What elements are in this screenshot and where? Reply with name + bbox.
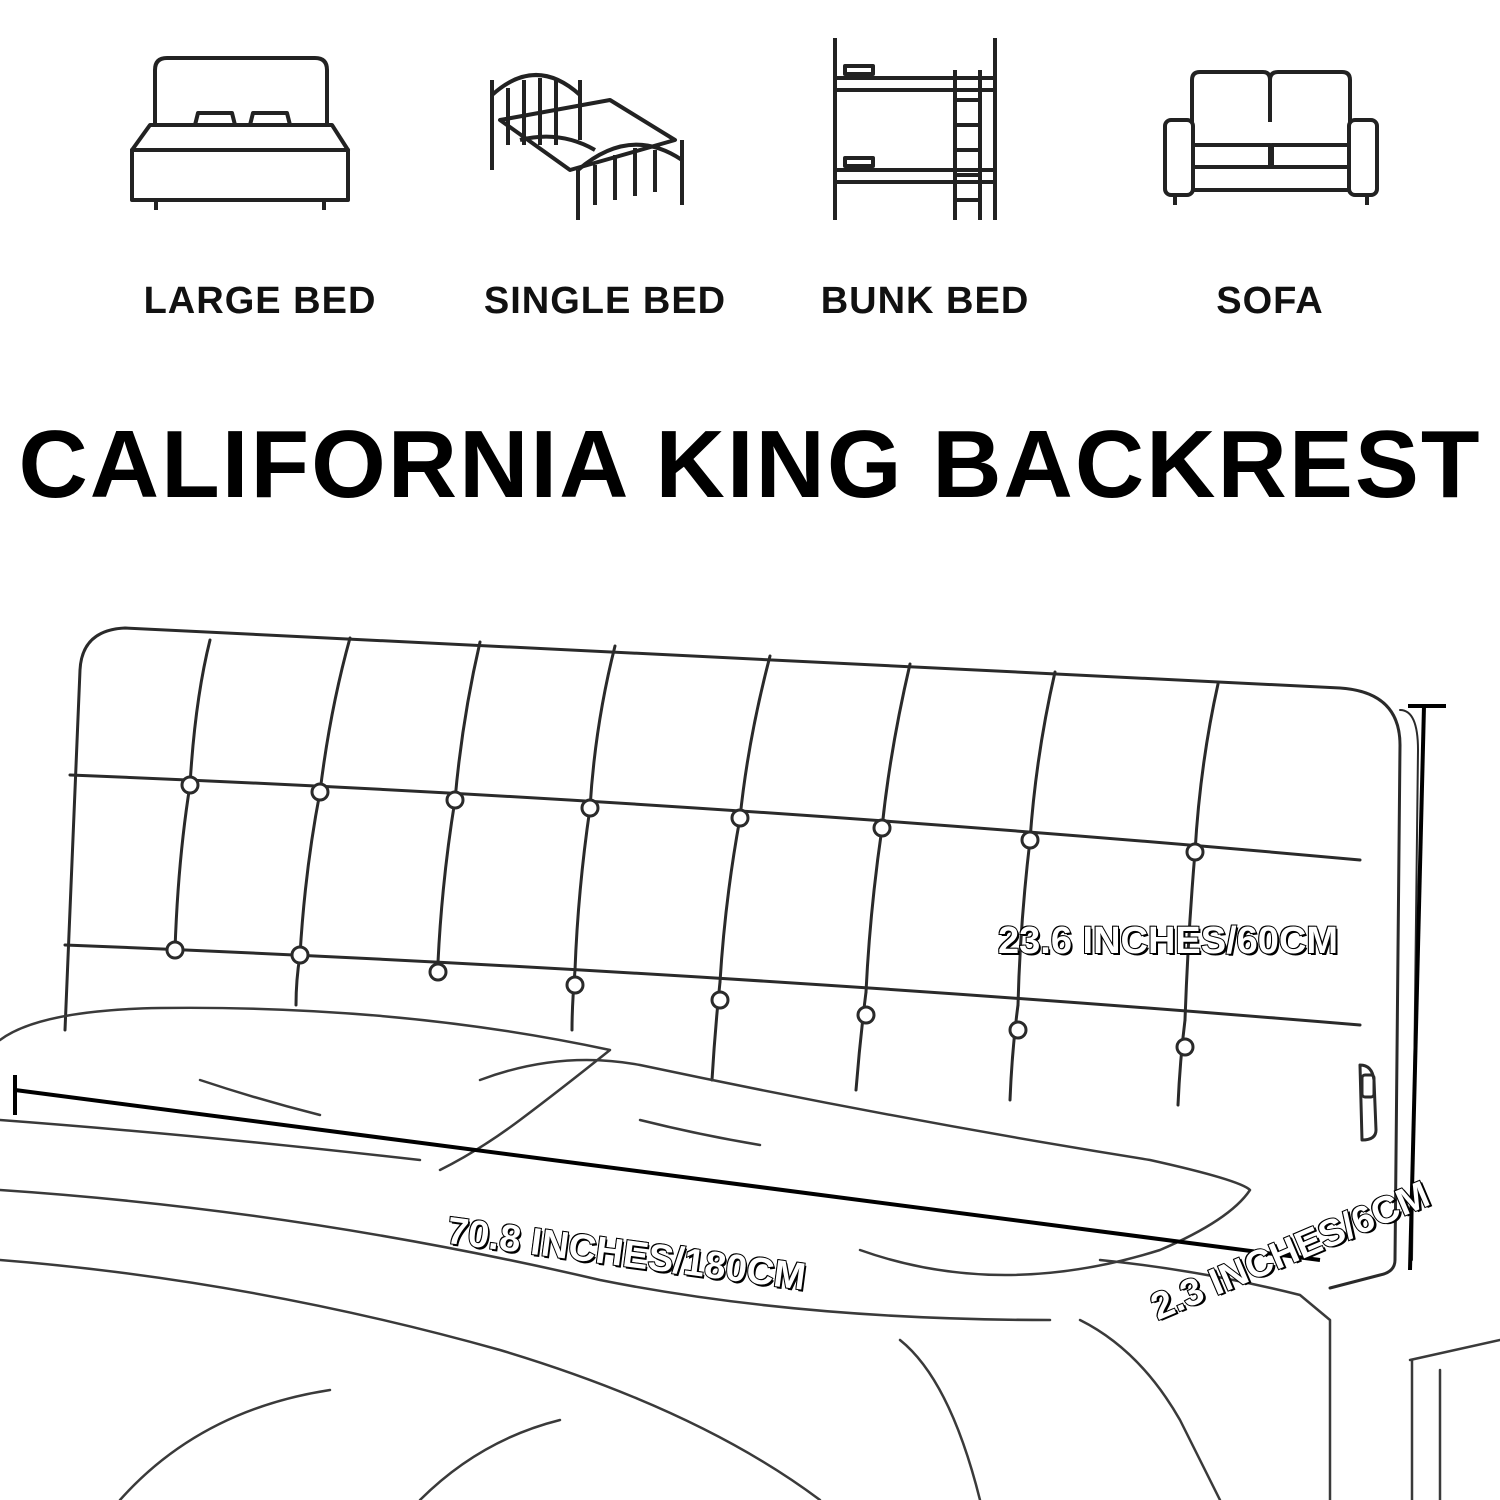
- large-bed-icon: [130, 56, 350, 210]
- sofa-icon: [1163, 70, 1379, 205]
- compat-label: BUNK BED: [820, 280, 1030, 322]
- height-dimension-label: 23.6 INCHES/60CM: [997, 919, 1339, 963]
- compat-item-single-bed: SINGLE BED: [460, 30, 760, 340]
- backrest-illustration: [0, 626, 1500, 1500]
- compat-label: SINGLE BED: [483, 280, 727, 322]
- single-bed-icon: [490, 73, 684, 220]
- compat-item-sofa: SOFA: [1120, 30, 1420, 340]
- compat-item-bunk-bed: BUNK BED: [775, 30, 1075, 340]
- product-title: CALIFORNIA KING BACKREST: [18, 411, 1482, 518]
- compat-label: LARGE BED: [143, 280, 377, 322]
- bunk-bed-icon: [833, 38, 997, 220]
- compat-label: SOFA: [1216, 280, 1324, 322]
- compat-item-large-bed: LARGE BED: [110, 30, 410, 340]
- compatibility-row: LARGE BED SINGLE BED: [0, 0, 1500, 360]
